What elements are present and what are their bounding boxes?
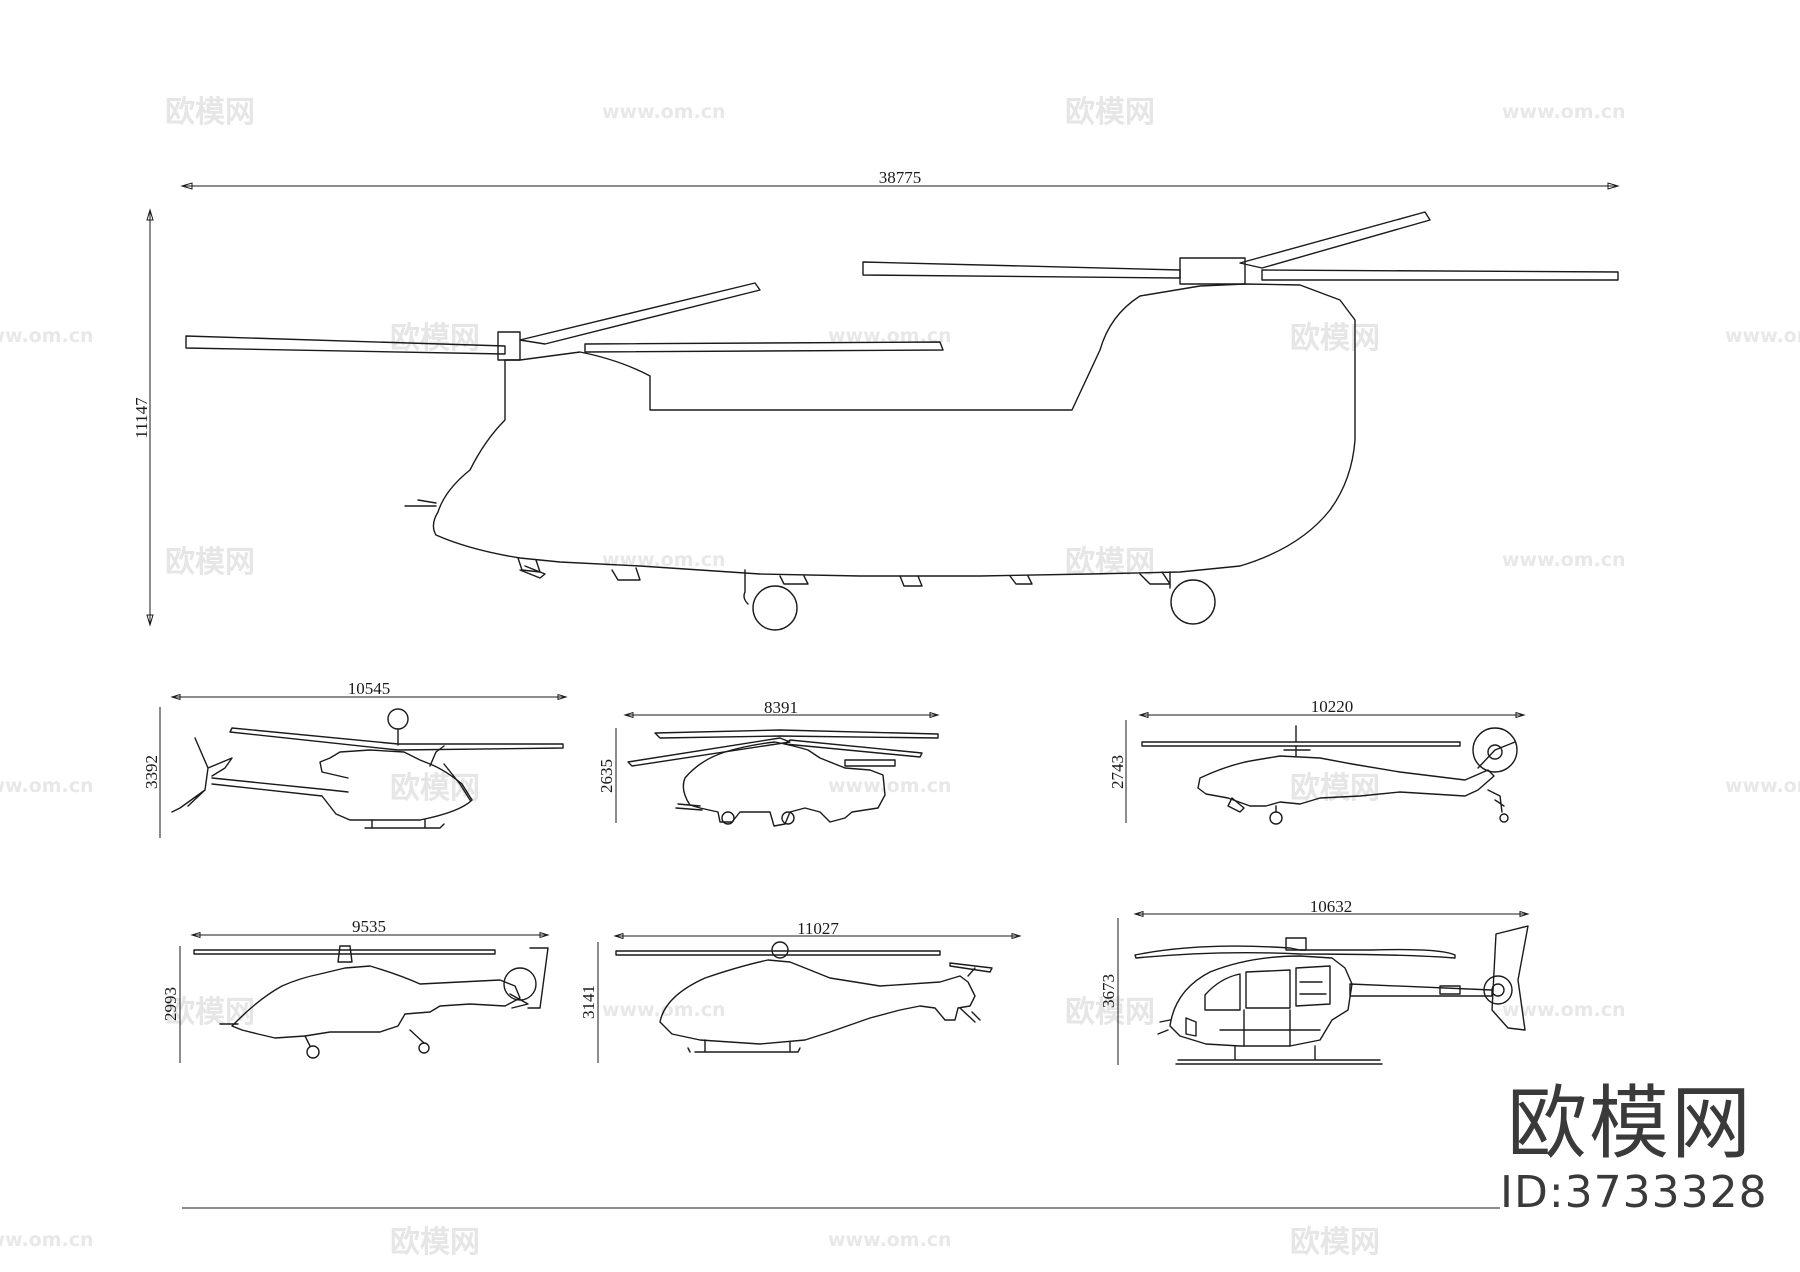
helicopter-4-length-label: 10220 bbox=[1311, 697, 1354, 716]
watermark-url: www.om.cn bbox=[828, 325, 952, 347]
watermark-url: www.om.cn bbox=[0, 325, 94, 347]
watermark-logo: 欧模网 bbox=[390, 1225, 480, 1260]
helicopter-5-drawing: 9535 2993 bbox=[161, 917, 550, 1063]
helicopter-6-drawing: 11027 3141 bbox=[579, 919, 1022, 1063]
helicopter-6-length-dimension: 11027 bbox=[613, 919, 1022, 940]
brand-block: 欧模网 ID:3733328 bbox=[1500, 1077, 1768, 1218]
helicopter-2-height-label: 3392 bbox=[142, 755, 161, 789]
helicopter-3-height-dimension: 2635 bbox=[597, 728, 617, 823]
helicopter-3-height-label: 2635 bbox=[597, 759, 616, 793]
helicopter-5-height-dimension: 2993 bbox=[161, 946, 181, 1063]
helicopter-3-length-dimension: 8391 bbox=[623, 698, 940, 719]
chinook-length-dimension: 38775 bbox=[180, 168, 1620, 190]
brand-id: ID:3733328 bbox=[1500, 1167, 1768, 1218]
chinook-height-label: 11147 bbox=[132, 397, 151, 439]
watermark-logo: 欧模网 bbox=[1290, 321, 1380, 356]
watermark-logo: 欧模网 bbox=[165, 545, 255, 580]
helicopter-7-drawing: 10632 3673 bbox=[1099, 897, 1530, 1065]
helicopter-4-drawing: 10220 2743 bbox=[1108, 697, 1526, 825]
watermark-logo: 欧模网 bbox=[1290, 1225, 1380, 1260]
watermark-logo: 欧模网 bbox=[1290, 771, 1380, 806]
watermark-url: www.om.cn bbox=[828, 1229, 952, 1251]
watermark-url: www.om.cn bbox=[0, 775, 94, 797]
helicopter-6-height-dimension: 3141 bbox=[579, 942, 599, 1063]
watermark-url: www.om.cn bbox=[1502, 999, 1626, 1021]
watermark-url: www.om.cn bbox=[828, 775, 952, 797]
watermark-url: www.om.cn bbox=[1502, 101, 1626, 123]
helicopter-2-drawing: 10545 3392 bbox=[142, 679, 568, 838]
watermark-logo: 欧模网 bbox=[1065, 95, 1155, 130]
helicopter-5-height-label: 2993 bbox=[161, 987, 180, 1021]
helicopter-2-length-dimension: 10545 bbox=[170, 679, 568, 701]
watermark-url: www.om.cn bbox=[1725, 775, 1800, 797]
helicopter-3-drawing: 8391 2635 bbox=[597, 698, 940, 827]
chinook-length-label: 38775 bbox=[879, 168, 922, 187]
watermark-url: www.om.cn bbox=[1725, 325, 1800, 347]
brand-logo: 欧模网 bbox=[1507, 1077, 1753, 1170]
watermark-url: www.om.cn bbox=[0, 1229, 94, 1251]
helicopter-2-length-label: 10545 bbox=[348, 679, 391, 698]
helicopter-7-length-label: 10632 bbox=[1310, 897, 1353, 916]
chinook-drawing: 38775 11147 bbox=[132, 168, 1620, 631]
helicopter-4-length-dimension: 10220 bbox=[1138, 697, 1526, 719]
watermark-logo: 欧模网 bbox=[390, 321, 480, 356]
helicopter-6-height-label: 3141 bbox=[579, 985, 598, 1019]
helicopter-7-height-dimension: 3673 bbox=[1099, 918, 1119, 1065]
helicopter-7-height-label: 3673 bbox=[1099, 974, 1118, 1008]
watermark-url: www.om.cn bbox=[1502, 549, 1626, 571]
helicopter-3-length-label: 8391 bbox=[764, 698, 798, 717]
helicopter-6-length-label: 11027 bbox=[797, 919, 839, 938]
watermark-logo: 欧模网 bbox=[165, 95, 255, 130]
chinook-height-dimension: 11147 bbox=[132, 208, 154, 627]
helicopter-4-height-label: 2743 bbox=[1108, 755, 1127, 789]
watermark-logo: 欧模网 bbox=[1065, 995, 1155, 1030]
helicopter-5-length-label: 9535 bbox=[352, 917, 386, 936]
watermark-url: www.om.cn bbox=[602, 101, 726, 123]
helicopter-2-height-dimension: 3392 bbox=[142, 707, 161, 838]
helicopter-5-length-dimension: 9535 bbox=[190, 917, 550, 939]
helicopter-4-height-dimension: 2743 bbox=[1108, 720, 1127, 823]
watermark-logo: 欧模网 bbox=[390, 771, 480, 806]
helicopter-7-length-dimension: 10632 bbox=[1133, 897, 1530, 918]
